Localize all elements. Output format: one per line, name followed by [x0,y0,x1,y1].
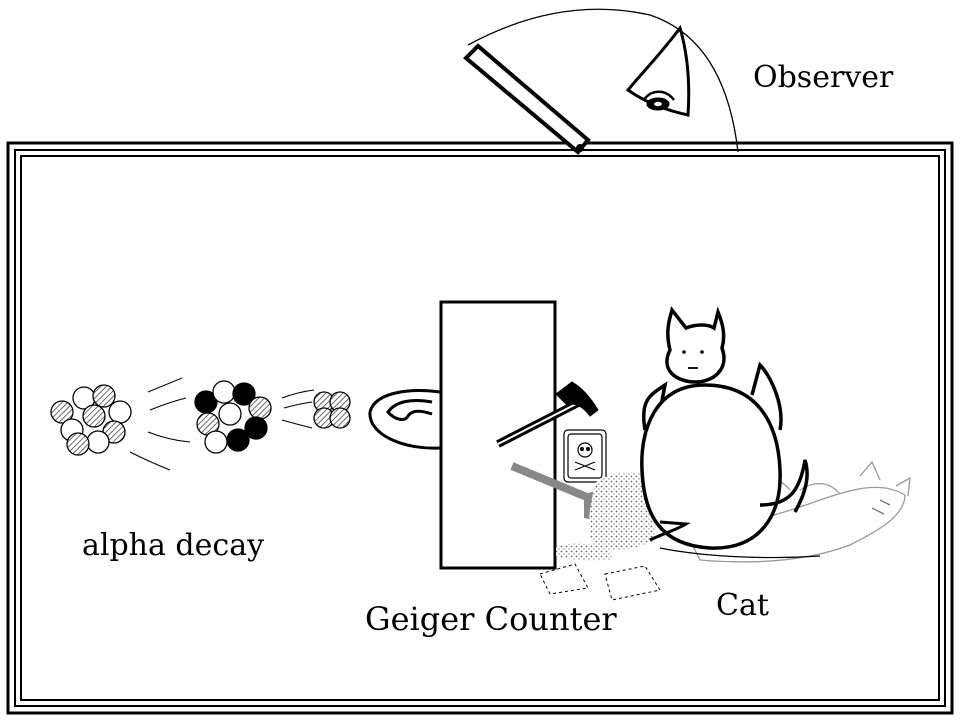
open-lid [463,43,591,155]
poison-trail [556,543,612,561]
alpha-decay-label: alpha decay [82,528,265,563]
observer-label: Observer [753,60,894,95]
skull-icon [574,442,596,471]
poison-cloud [589,471,655,551]
motion-lines-2 [281,389,315,429]
observer-arc [467,8,739,153]
nucleus-daughter [194,380,272,454]
geiger-counter-label: Geiger Counter [365,600,617,638]
eye-icon [625,24,691,117]
nucleus-parent [50,384,132,456]
cat-label: Cat [716,588,769,623]
glass-shards [539,563,661,601]
geiger-tube [368,389,441,450]
hammer-icon [496,381,599,448]
box-frame [6,141,954,715]
poison-flask-icon [563,429,607,483]
alpha-particle [313,391,351,429]
geiger-counter-box [439,300,557,570]
motion-lines-1 [129,377,191,471]
cat-alive [640,306,809,550]
floor-line [659,547,821,559]
